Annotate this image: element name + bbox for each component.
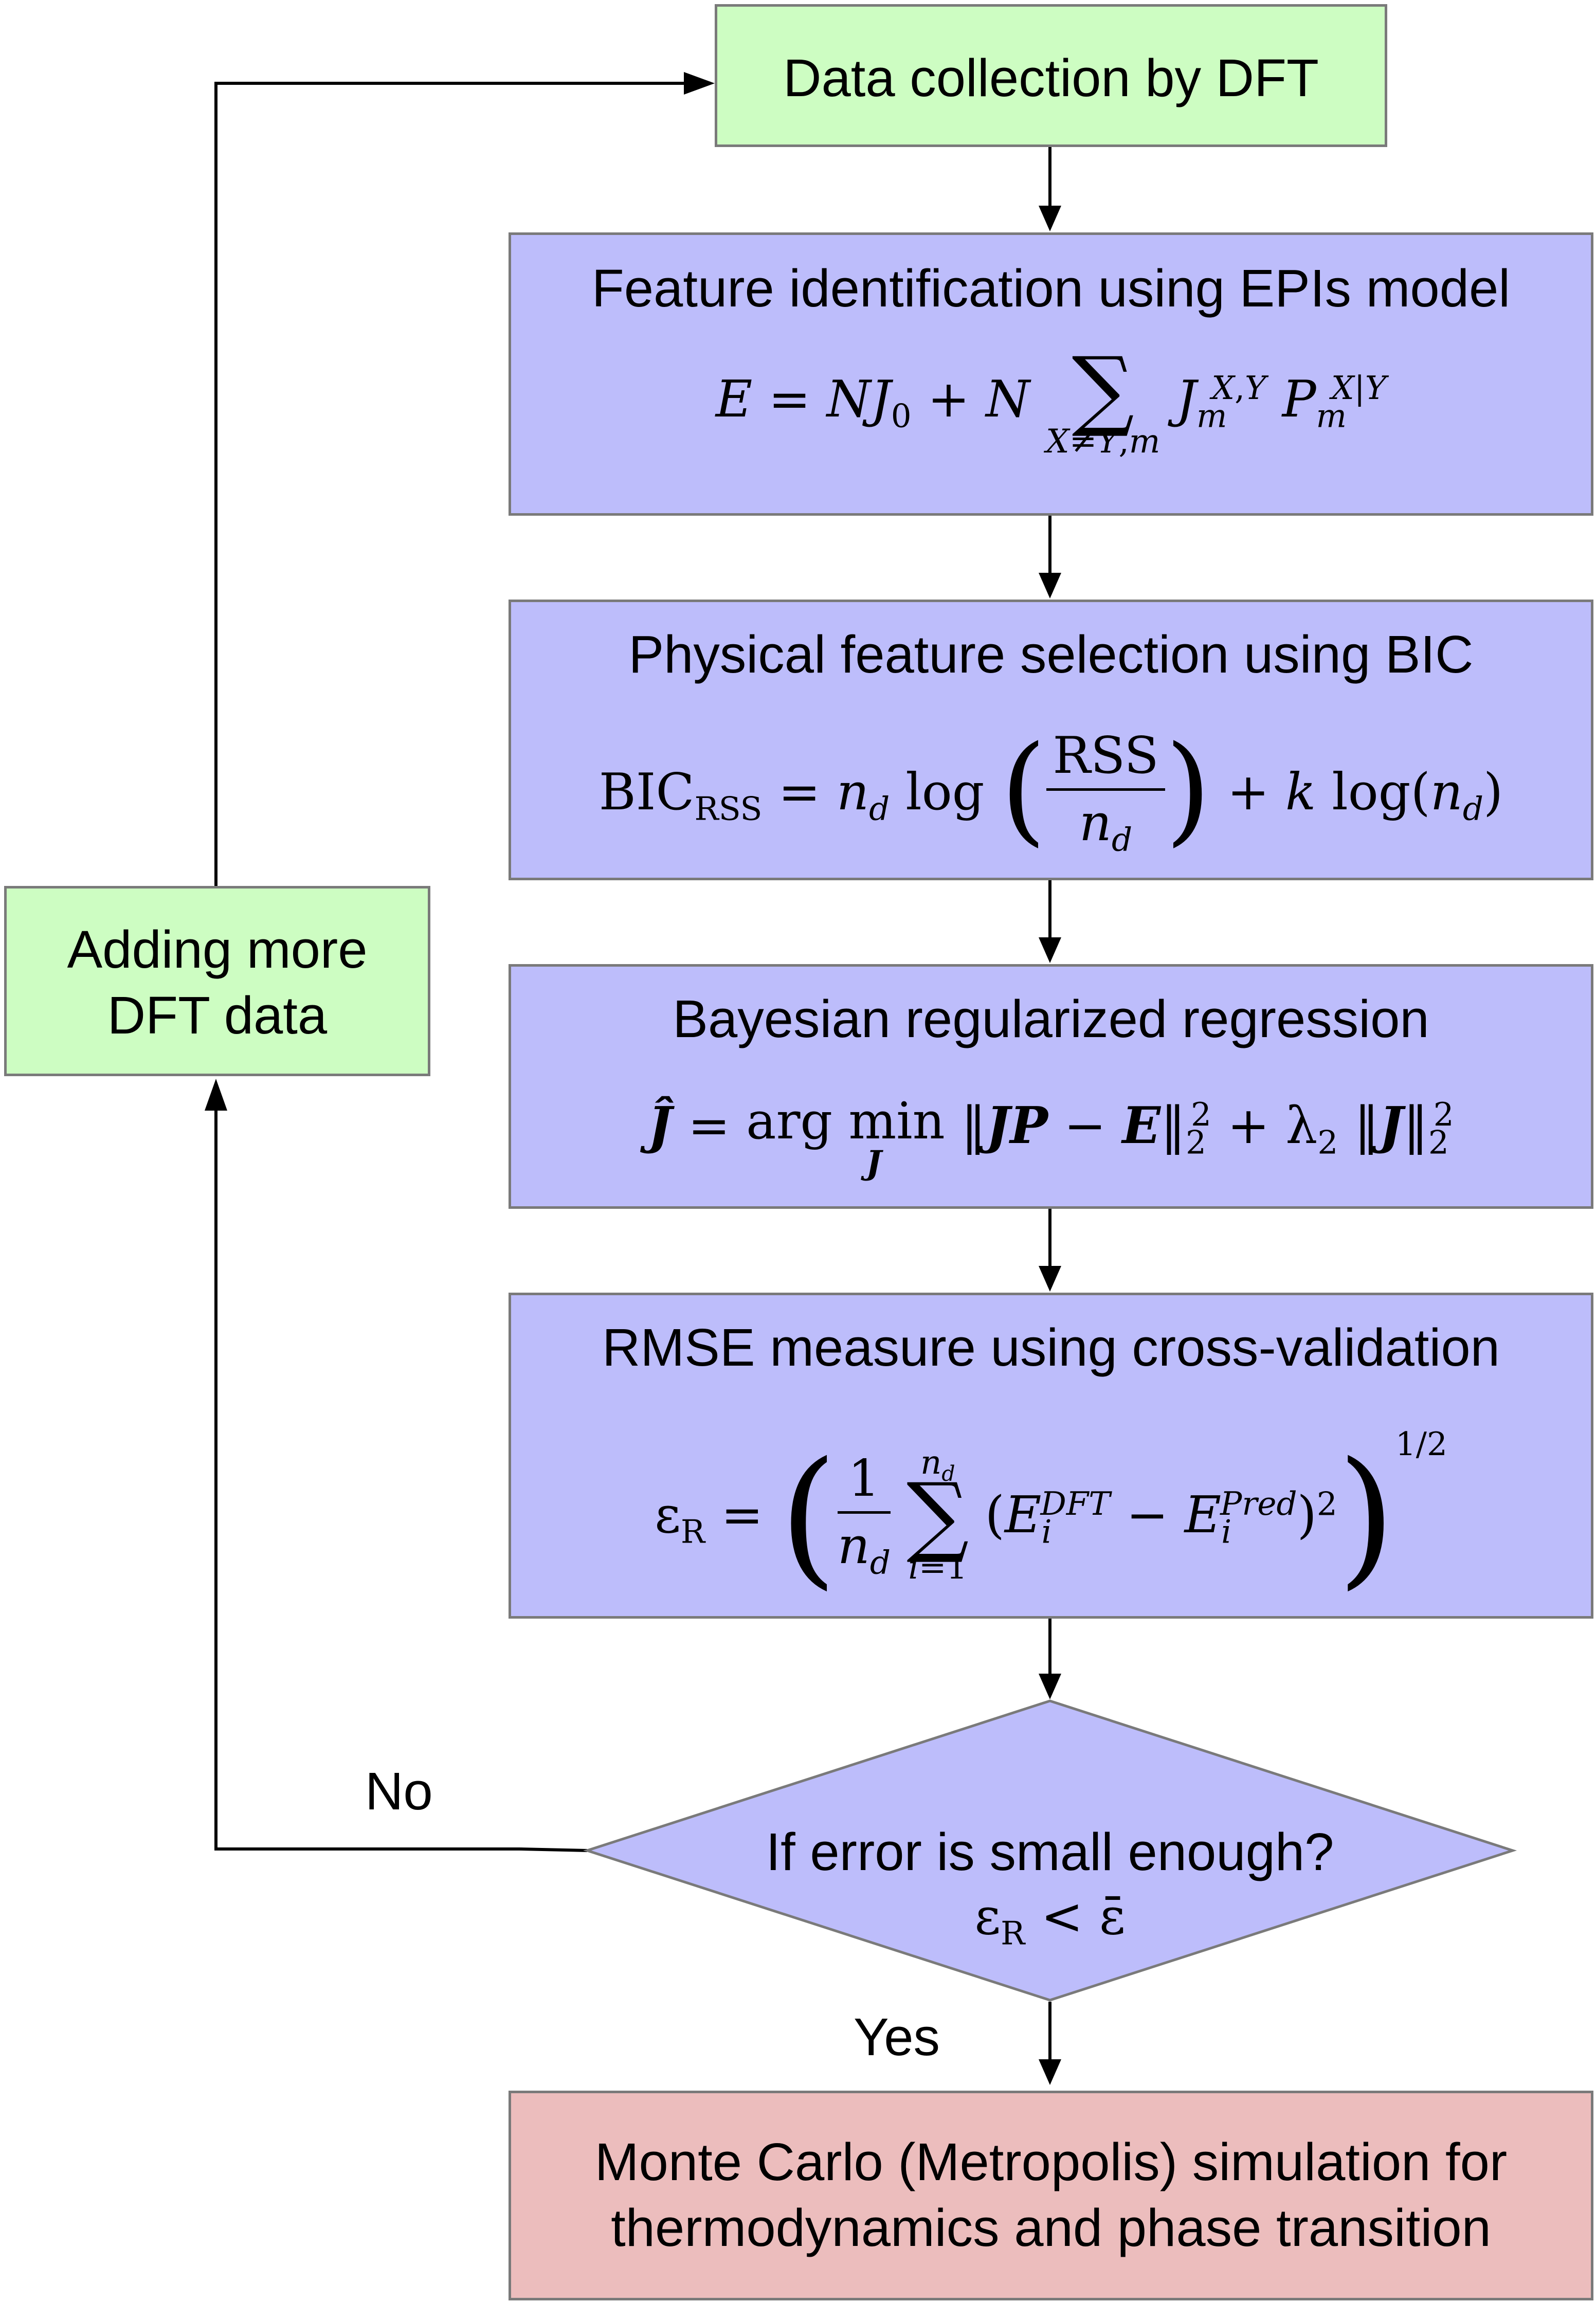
feature-selection-title: Physical feature selection using BIC xyxy=(628,625,1474,684)
data-collection-title: Data collection by DFT xyxy=(783,48,1319,107)
monte-carlo-line2: thermodynamics and phase transition xyxy=(611,2198,1491,2257)
rmse-title: RMSE measure using cross-validation xyxy=(602,1318,1500,1377)
edge-label-no: No xyxy=(365,1762,433,1821)
arrowhead xyxy=(205,1079,227,1111)
feature-identification-title: Feature identification using EPIs model xyxy=(591,259,1511,318)
arrowhead xyxy=(684,72,715,95)
regression-title: Bayesian regularized regression xyxy=(673,989,1429,1048)
bic-formula: BICRSS = nd log ( RSS nd ) + k log(nd) xyxy=(598,721,1503,859)
feature-identification-box: Feature identification using EPIs model … xyxy=(509,232,1593,516)
rmse-formula: εR = ( 1 nd nd ∑ i=1 (EiDFT − EiPred)2)1… xyxy=(655,1425,1447,1604)
arrowhead xyxy=(1039,573,1061,599)
arrowhead xyxy=(1039,937,1061,963)
epi-model-formula: E = NJ0 + N ∑ X≠Y,m JmX,Y PmX|Y xyxy=(715,338,1387,461)
feature-selection-box: Physical feature selection using BIC BIC… xyxy=(509,600,1593,880)
decision-formula: εR < ε̄ xyxy=(974,1888,1126,1952)
decision-title: If error is small enough? xyxy=(766,1822,1334,1881)
adding-data-box: Adding more DFT data xyxy=(4,886,430,1076)
adding-data-line1: Adding more xyxy=(67,920,368,979)
arrowhead xyxy=(1039,2059,1061,2085)
arrowhead xyxy=(1039,1674,1061,1699)
decision-diamond xyxy=(583,1699,1517,2002)
data-collection-box: Data collection by DFT xyxy=(715,4,1387,147)
arrowhead xyxy=(1039,1266,1061,1292)
monte-carlo-line1: Monte Carlo (Metropolis) simulation for xyxy=(594,2132,1508,2191)
edge-label-yes: Yes xyxy=(854,2007,940,2066)
arrowhead xyxy=(1039,206,1061,231)
arrow-adding-to-collection xyxy=(214,82,684,886)
rmse-box: RMSE measure using cross-validation εR =… xyxy=(509,1293,1593,1619)
arrow-decision-no-to-adding xyxy=(214,1111,588,1852)
regression-box: Bayesian regularized regression Ĵ = arg … xyxy=(509,964,1593,1209)
adding-data-line2: DFT data xyxy=(107,986,328,1045)
monte-carlo-box: Monte Carlo (Metropolis) simulation for … xyxy=(509,2091,1593,2300)
regression-formula: Ĵ = arg min J ‖JP − E‖22 + λ2 ‖J‖22 xyxy=(648,1092,1454,1182)
